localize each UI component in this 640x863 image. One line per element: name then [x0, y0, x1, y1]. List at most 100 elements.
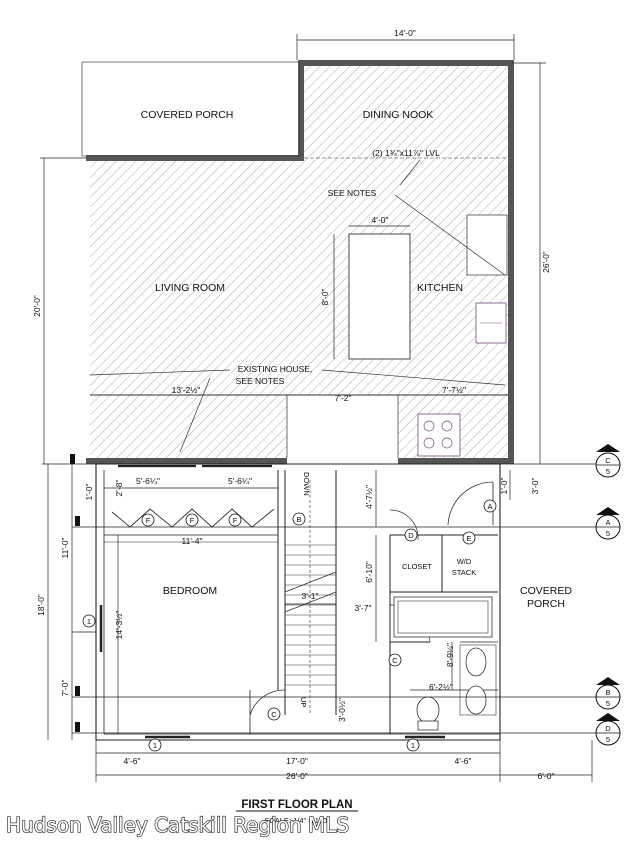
window-tag-f3: F: [228, 513, 242, 527]
dim-island-width: 4'-0": [372, 215, 389, 225]
sink-1: [465, 647, 487, 677]
dim-bath-w: 8'-9½": [445, 643, 455, 667]
svg-text:C: C: [392, 656, 398, 665]
section-d-number: 5: [606, 735, 610, 744]
dim-left-upper: 20'-0": [32, 295, 42, 317]
svg-text:D: D: [408, 531, 414, 540]
dim-island-length: 8'-0": [320, 289, 330, 306]
dim-left-18: 18'-0": [36, 594, 46, 616]
dim-kitchen-span: 7'-7½": [442, 385, 466, 395]
dim-living-span: 13'-2½": [172, 385, 201, 395]
grid-tag-1-bottom-right: 1: [406, 738, 420, 752]
kitchen-range: [417, 413, 461, 457]
sink-2: [465, 685, 487, 715]
door-tag-a: A: [483, 499, 497, 513]
note-lvl: (2) 1¾"x11⅞" LVL: [372, 148, 440, 158]
dim-right-1: 1'-0": [499, 478, 509, 495]
room-dining-nook: DINING NOOK: [363, 109, 434, 121]
dim-left-11: 11'-0": [60, 537, 70, 558]
dim-bed-upper-left: 5'-6¼": [136, 476, 160, 486]
section-marker-c: C 5: [595, 444, 621, 478]
covered-porch-top-area: [81, 61, 301, 157]
dim-bottom-porch: 6'-0": [538, 771, 555, 781]
toilet: [416, 696, 440, 724]
svg-text:1: 1: [87, 617, 91, 626]
svg-text:F: F: [146, 516, 151, 525]
existing-house-wall: [86, 60, 514, 464]
dim-bed-small-a: 1'-0": [84, 484, 94, 501]
grid-tag-1-left: 1: [82, 614, 96, 628]
svg-text:1: 1: [153, 741, 157, 750]
plan-title: FIRST FLOOR PLAN: [241, 799, 352, 811]
section-marker-b: B 5: [595, 677, 621, 710]
existing-house-hatch: [90, 66, 508, 458]
room-wd-line1: W/D: [457, 557, 472, 566]
bedroom-closet-doors: [111, 508, 275, 528]
window-tag-f1: F: [141, 513, 155, 527]
door-tag-e: E: [462, 531, 476, 545]
stairs: [284, 480, 337, 715]
shower: [393, 596, 493, 638]
room-covered-porch-top: COVERED PORCH: [141, 109, 234, 121]
svg-text:1: 1: [411, 741, 415, 750]
kitchen-island: [348, 233, 411, 360]
dim-stair-run: 3'-7": [355, 603, 372, 613]
existing-house: [86, 60, 514, 464]
svg-text:F: F: [190, 516, 195, 525]
dimension-lines: [40, 34, 593, 782]
kitchen-counter: [466, 214, 508, 276]
dim-bed-small-b: 2'-8": [114, 480, 124, 497]
stair-down-label: DOWN: [302, 472, 311, 496]
svg-text:A: A: [487, 502, 492, 511]
dim-bed-width: 11'-4": [181, 536, 202, 546]
note-see-notes: SEE NOTES: [328, 188, 377, 198]
section-b-letter: B: [605, 688, 610, 697]
room-bedroom: BEDROOM: [163, 585, 217, 597]
door-tag-c1: C: [388, 653, 402, 667]
dim-top-width: 14'-0": [394, 28, 416, 38]
dim-bottom-left: 4'-6": [124, 756, 141, 766]
dim-left-7: 7'-0": [60, 680, 70, 697]
section-d-letter: D: [605, 724, 611, 733]
entry-door-swing: [447, 481, 494, 526]
door-tag-d: D: [404, 528, 418, 542]
door-tag-c2: C: [267, 707, 281, 721]
section-marker-a: A 5: [595, 507, 621, 540]
dim-right-height: 26'-0": [541, 251, 551, 273]
room-covered-porch-right-1: COVERED: [520, 585, 572, 597]
dim-bed-depth: 14'-3½": [114, 611, 124, 640]
svg-text:C: C: [271, 710, 277, 719]
room-living-room: LIVING ROOM: [155, 282, 225, 294]
dim-bottom-mid: 17'-0": [286, 756, 308, 766]
section-a-number: 5: [606, 529, 610, 538]
note-existing-1: EXISTING HOUSE,: [238, 364, 313, 374]
plan-scale-note: SCALE: 1/4" = 1'-0": [264, 816, 330, 825]
svg-text:B: B: [296, 515, 301, 524]
leader-lines: [89, 159, 506, 453]
dim-hall-h: 4'-7½": [364, 485, 374, 509]
section-c-letter: C: [605, 456, 611, 465]
dim-stair-width: 3'-1": [302, 591, 319, 601]
grid-lines: [42, 463, 610, 734]
section-marker-d: D 5: [595, 713, 621, 746]
window-tag-f2: F: [185, 513, 199, 527]
room-closet: CLOSET: [402, 562, 432, 571]
dim-mid-span: 7'-2": [335, 393, 352, 403]
dim-landing: 3'-0½": [337, 698, 347, 722]
stair-up-label: UP: [299, 697, 308, 707]
room-wd-line2: STACK: [452, 568, 476, 577]
door-tag-b: B: [292, 512, 306, 526]
dim-bed-upper-right: 5'-6¼": [228, 476, 252, 486]
svg-text:F: F: [233, 516, 238, 525]
note-existing-2: SEE NOTES: [236, 376, 285, 386]
dim-closet-h: 6'-10": [364, 561, 374, 583]
section-b-number: 5: [606, 699, 610, 708]
dim-bath-small: 6'-2½": [429, 682, 453, 692]
section-a-letter: A: [605, 518, 610, 527]
grid-tag-1-bottom-left: 1: [148, 738, 162, 752]
dim-bottom-right: 4'-6": [455, 756, 472, 766]
dim-bottom-total: 26'-0": [286, 771, 308, 781]
dim-right-3: 3'-0": [530, 478, 540, 495]
mls-watermark: Hudson Valley Catskill Region MLS: [6, 813, 349, 837]
